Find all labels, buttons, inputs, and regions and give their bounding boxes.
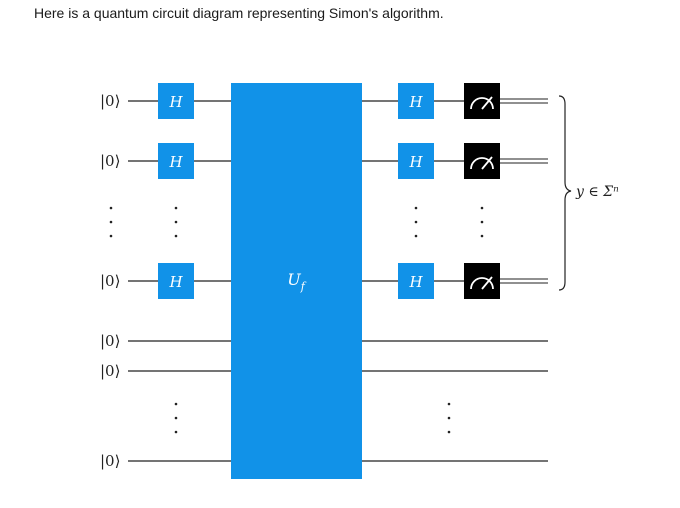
hadamard-gate: H — [158, 143, 194, 179]
hadamard-label: H — [408, 273, 423, 291]
hadamard-gate: H — [398, 83, 434, 119]
wires-left — [128, 100, 231, 462]
input-kets: |0⟩ |0⟩ |0⟩ |0⟩ |0⟩ |0⟩ — [100, 92, 120, 470]
hadamard-label: H — [168, 93, 183, 111]
hadamard-gate: H — [398, 263, 434, 299]
input-ket-6: |0⟩ — [100, 452, 120, 470]
wires-right — [362, 100, 548, 462]
classical-wires — [500, 98, 548, 284]
oracle-label-main: U — [287, 270, 301, 289]
input-ket-5: |0⟩ — [100, 362, 120, 380]
hadamard-column-left: H H H — [158, 83, 194, 299]
input-ket-3: |0⟩ — [100, 272, 120, 290]
meter-icon — [464, 83, 500, 119]
hadamard-label: H — [168, 273, 183, 291]
oracle-label-sub: f — [300, 280, 307, 293]
meter-icon — [464, 263, 500, 299]
input-ket-4: |0⟩ — [100, 332, 120, 350]
measurement-column — [464, 83, 500, 299]
oracle-label: Uf — [287, 270, 306, 293]
hadamard-label: H — [408, 153, 423, 171]
input-ket-1: |0⟩ — [100, 92, 120, 110]
hadamard-column-right: H H H — [398, 83, 434, 299]
hadamard-gate: H — [158, 263, 194, 299]
hadamard-gate: H — [158, 83, 194, 119]
input-ket-2: |0⟩ — [100, 152, 120, 170]
ellipsis-dots — [109, 206, 484, 434]
oracle-gate: Uf — [231, 83, 362, 479]
hadamard-gate: H — [398, 143, 434, 179]
output-label: y ∈ Σⁿ — [575, 184, 619, 200]
page-caption: Here is a quantum circuit diagram repres… — [34, 5, 444, 21]
meter-icon — [464, 143, 500, 179]
hadamard-label: H — [408, 93, 423, 111]
hadamard-label: H — [168, 153, 183, 171]
output-brace — [558, 95, 572, 291]
